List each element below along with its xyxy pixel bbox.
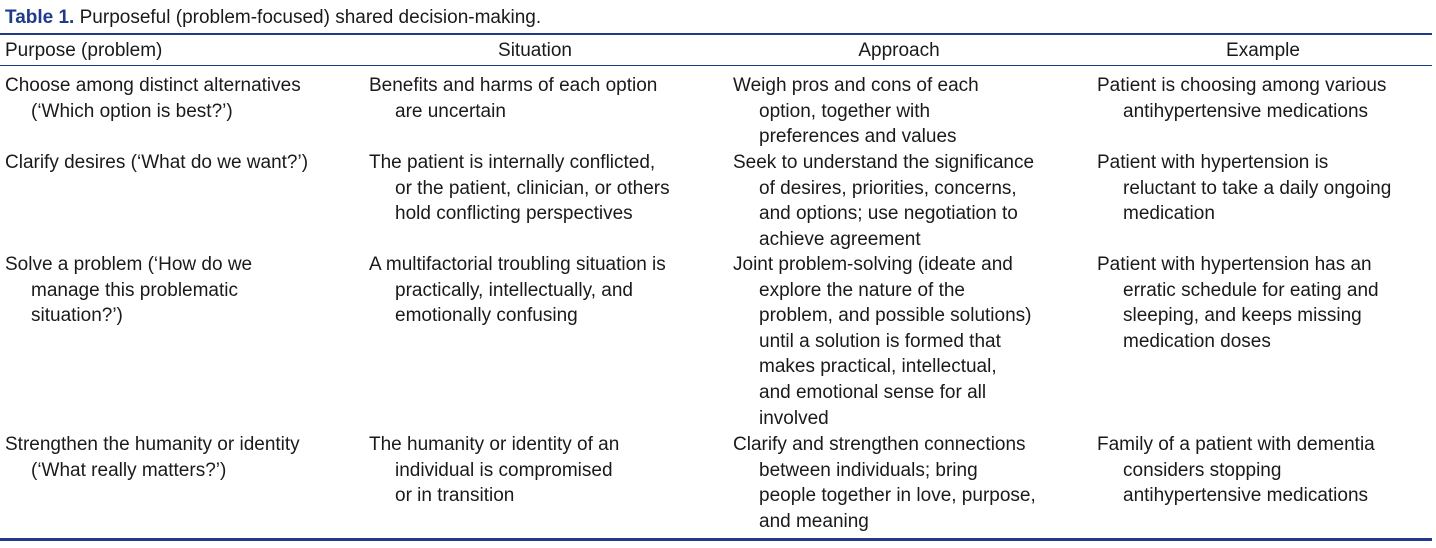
cell-purpose-row-1: Choose among distinct alternatives (‘Whi… xyxy=(5,75,301,122)
header-situation: Situation xyxy=(498,40,572,61)
cell-example-row-3: Patient with hypertension has an erratic… xyxy=(1097,254,1379,352)
cell-approach-row-3: Joint problem-solving (ideate and explor… xyxy=(733,254,1032,429)
cell-purpose-row-4: Strengthen the humanity or identity (‘Wh… xyxy=(5,434,300,481)
table-label: Table 1. xyxy=(5,7,75,28)
cell-situation-row-4: The humanity or identity of an individua… xyxy=(369,434,620,507)
cell-situation-row-3: A multifactorial troubling situation is … xyxy=(369,254,666,327)
cell-example-row-4: Family of a patient with dementia consid… xyxy=(1097,434,1375,507)
header-example: Example xyxy=(1226,40,1300,61)
cell-example-row-1: Patient is choosing among various antihy… xyxy=(1097,75,1387,122)
header-purpose: Purpose (problem) xyxy=(5,40,163,61)
header-approach: Approach xyxy=(858,40,940,61)
table-title: Purposeful (problem-focused) shared deci… xyxy=(79,7,542,28)
cell-approach-row-1: Weigh pros and cons of each option, toge… xyxy=(733,75,979,148)
cell-approach-row-2: Seek to understand the significance of d… xyxy=(733,152,1035,250)
bottom-rule xyxy=(0,538,1432,541)
cell-purpose-row-3: Solve a problem (‘How do we manage this … xyxy=(5,254,253,327)
table-caption: Table 1. Purposeful (problem-focused) sh… xyxy=(5,6,541,30)
cell-purpose-row-2: Clarify desires (‘What do we want?’) xyxy=(5,152,309,173)
cell-situation-row-1: Benefits and harms of each option are un… xyxy=(369,75,658,122)
cell-situation-row-2: The patient is internally conflicted, or… xyxy=(369,152,670,225)
cell-example-row-2: Patient with hypertension is reluctant t… xyxy=(1097,152,1392,225)
header-rule xyxy=(0,65,1432,66)
cell-approach-row-4: Clarify and strengthen connections betwe… xyxy=(733,434,1036,532)
top-rule xyxy=(0,33,1432,35)
